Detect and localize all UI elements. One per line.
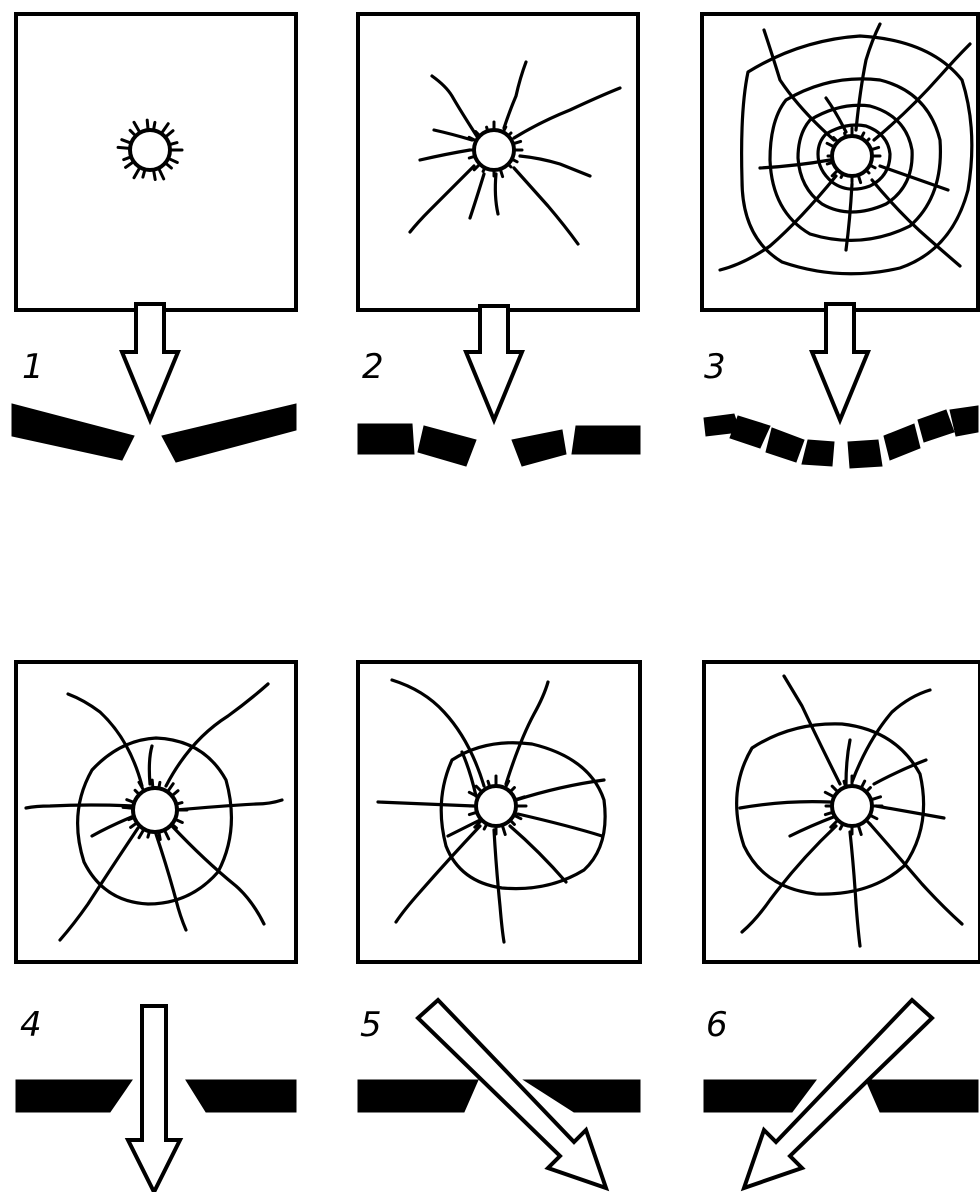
panel-4-arrow — [128, 1006, 180, 1192]
hole-spike — [143, 169, 145, 177]
hole-spike — [508, 164, 511, 167]
hole-spike — [827, 162, 833, 164]
panel-6-label: 6 — [706, 1005, 728, 1045]
hole-spike — [169, 143, 177, 145]
panel-1: 1 — [12, 14, 296, 462]
hole-spike — [469, 156, 475, 158]
panel-2-label: 2 — [362, 347, 384, 387]
panel-1-label: 1 — [22, 347, 44, 387]
hole-spike — [147, 120, 148, 130]
hole-spike — [844, 781, 846, 787]
hole-spike — [866, 170, 869, 173]
hole-spike — [845, 133, 846, 137]
panel-5-label: 5 — [360, 1005, 382, 1045]
hole-spike — [176, 803, 182, 805]
hole-spike — [488, 781, 490, 787]
hole-spike — [154, 122, 155, 130]
hole-spike — [841, 174, 843, 178]
panel-2-arrow — [466, 306, 522, 420]
hole-spike — [487, 127, 488, 131]
panel-6: 6 — [704, 662, 980, 1188]
hole-spike — [483, 168, 485, 172]
hole-spike — [148, 831, 150, 837]
panel-4-label: 4 — [20, 1005, 42, 1045]
hole-spike — [508, 133, 511, 136]
hole-spike — [154, 170, 156, 180]
hole-spike — [159, 782, 160, 788]
panel-5: 5 — [358, 662, 640, 1188]
panel-1-arrow — [122, 304, 178, 420]
hole-spike — [123, 807, 133, 808]
hole-spike — [118, 147, 130, 148]
panel-3-label: 3 — [704, 347, 726, 387]
panel-4: 4 — [16, 662, 296, 1192]
hole-spike — [152, 780, 153, 788]
panel-3-arrow — [812, 304, 868, 420]
hole-spike — [129, 818, 135, 820]
hole-spike — [866, 139, 869, 142]
panel-2-cross-section — [358, 424, 640, 466]
panel-3: 3 — [702, 14, 978, 468]
hole-spike — [159, 832, 160, 840]
panel-2: 2 — [358, 14, 640, 466]
